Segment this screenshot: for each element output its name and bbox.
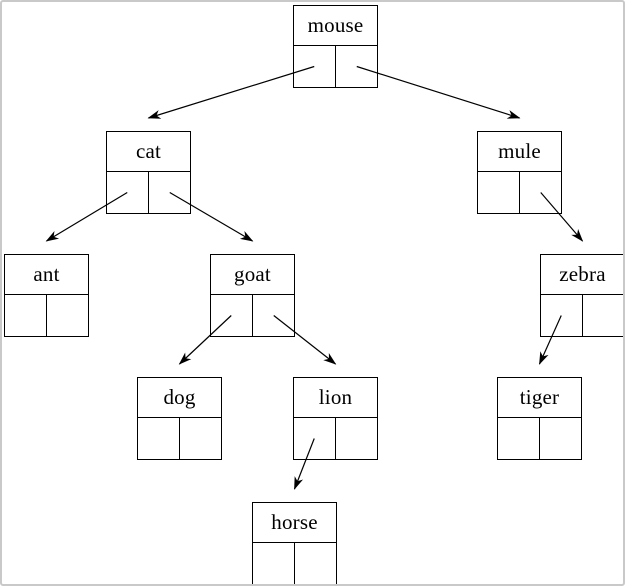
right-pointer-cell: [336, 418, 377, 459]
right-pointer-cell: [253, 295, 294, 336]
node-label: tiger: [498, 378, 581, 418]
node-label: horse: [253, 503, 336, 543]
node-label: mule: [478, 132, 561, 172]
node-label: lion: [294, 378, 377, 418]
right-pointer-cell: [47, 295, 88, 336]
right-pointer-cell: [180, 418, 221, 459]
pointer-row: [294, 46, 377, 87]
left-pointer-cell: [498, 418, 540, 459]
node-label: ant: [5, 255, 88, 295]
left-pointer-cell: [294, 46, 336, 87]
tree-node-horse: horse: [252, 502, 337, 584]
pointer-row: [107, 172, 190, 213]
left-pointer-cell: [138, 418, 180, 459]
left-pointer-cell: [294, 418, 336, 459]
tree-node-ant: ant: [4, 254, 89, 337]
left-pointer-cell: [478, 172, 520, 213]
pointer-row: [498, 418, 581, 459]
left-pointer-cell: [211, 295, 253, 336]
node-label: cat: [107, 132, 190, 172]
node-label: zebra: [541, 255, 623, 295]
node-label: goat: [211, 255, 294, 295]
right-pointer-cell: [336, 46, 377, 87]
node-label: dog: [138, 378, 221, 418]
left-pointer-cell: [253, 543, 295, 584]
pointer-row: [211, 295, 294, 336]
tree-node-tiger: tiger: [497, 377, 582, 460]
pointer-row: [5, 295, 88, 336]
tree-node-zebra: zebra: [540, 254, 623, 337]
left-pointer-cell: [5, 295, 47, 336]
right-pointer-cell: [540, 418, 581, 459]
pointer-row: [138, 418, 221, 459]
left-pointer-cell: [107, 172, 149, 213]
right-pointer-cell: [583, 295, 623, 336]
node-label: mouse: [294, 6, 377, 46]
right-pointer-cell: [295, 543, 336, 584]
pointer-row: [541, 295, 623, 336]
tree-node-mule: mule: [477, 131, 562, 214]
tree-node-lion: lion: [293, 377, 378, 460]
pointer-row: [253, 543, 336, 584]
left-pointer-cell: [541, 295, 583, 336]
tree-node-goat: goat: [210, 254, 295, 337]
tree-node-mouse: mouse: [293, 5, 378, 88]
pointer-row: [294, 418, 377, 459]
pointer-row: [478, 172, 561, 213]
right-pointer-cell: [520, 172, 561, 213]
tree-node-dog: dog: [137, 377, 222, 460]
tree-node-cat: cat: [106, 131, 191, 214]
right-pointer-cell: [149, 172, 190, 213]
